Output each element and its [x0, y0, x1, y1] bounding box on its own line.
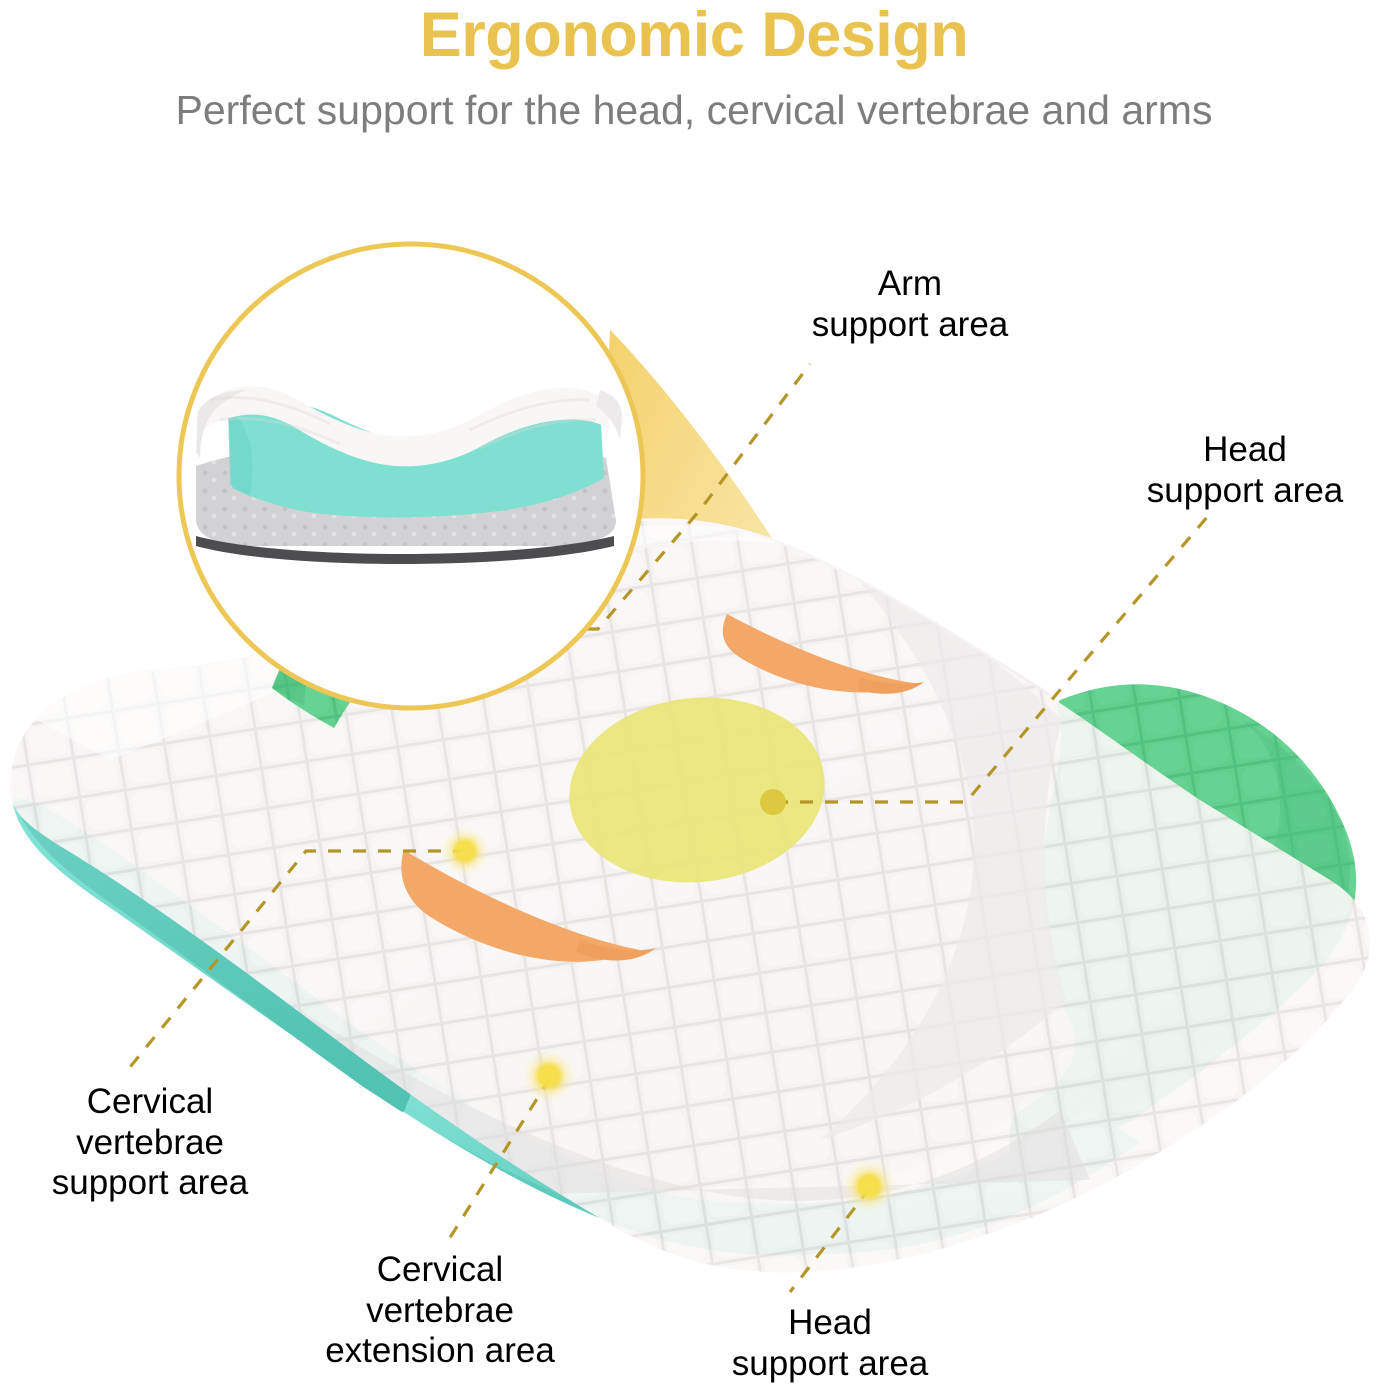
label-head-support-bottom: Head support area	[731, 1303, 929, 1383]
page-title: Ergonomic Design	[419, 0, 969, 70]
inset-white-top	[196, 386, 610, 467]
label-arm-support: Arm support area	[811, 264, 1009, 344]
label-cervical-vertebrae-support: Cervical vertebrae support area	[51, 1082, 249, 1203]
head-support-bottom-hotspot	[842, 1159, 896, 1213]
cervical-support-left-hotspot	[440, 826, 490, 876]
head-support-highlight-ellipse	[569, 697, 825, 883]
cervical-extension-hotspot	[522, 1049, 576, 1103]
leader-head-right	[775, 514, 1210, 804]
crescent-lower	[401, 850, 640, 962]
head-support-right-hotspot	[760, 789, 786, 815]
leader-cervical-ext	[444, 1077, 552, 1245]
crescent-upper-tail	[858, 678, 924, 694]
magnifier-ring	[176, 241, 646, 711]
leader-arm-support	[362, 363, 812, 631]
label-cervical-vertebrae-extension: Cervical vertebrae extension area	[325, 1250, 555, 1371]
leader-cervical-left	[124, 849, 466, 1074]
pillow-side-view-magnifier	[176, 241, 646, 711]
crescent-lower-tail	[576, 940, 656, 961]
crescent-upper	[722, 614, 920, 693]
label-head-support-right: Head support area	[1146, 430, 1344, 510]
leader-lines	[124, 363, 1210, 1293]
leader-head-bottom	[788, 1187, 872, 1293]
page-subtitle: Perfect support for the head, cervical v…	[175, 87, 1213, 133]
